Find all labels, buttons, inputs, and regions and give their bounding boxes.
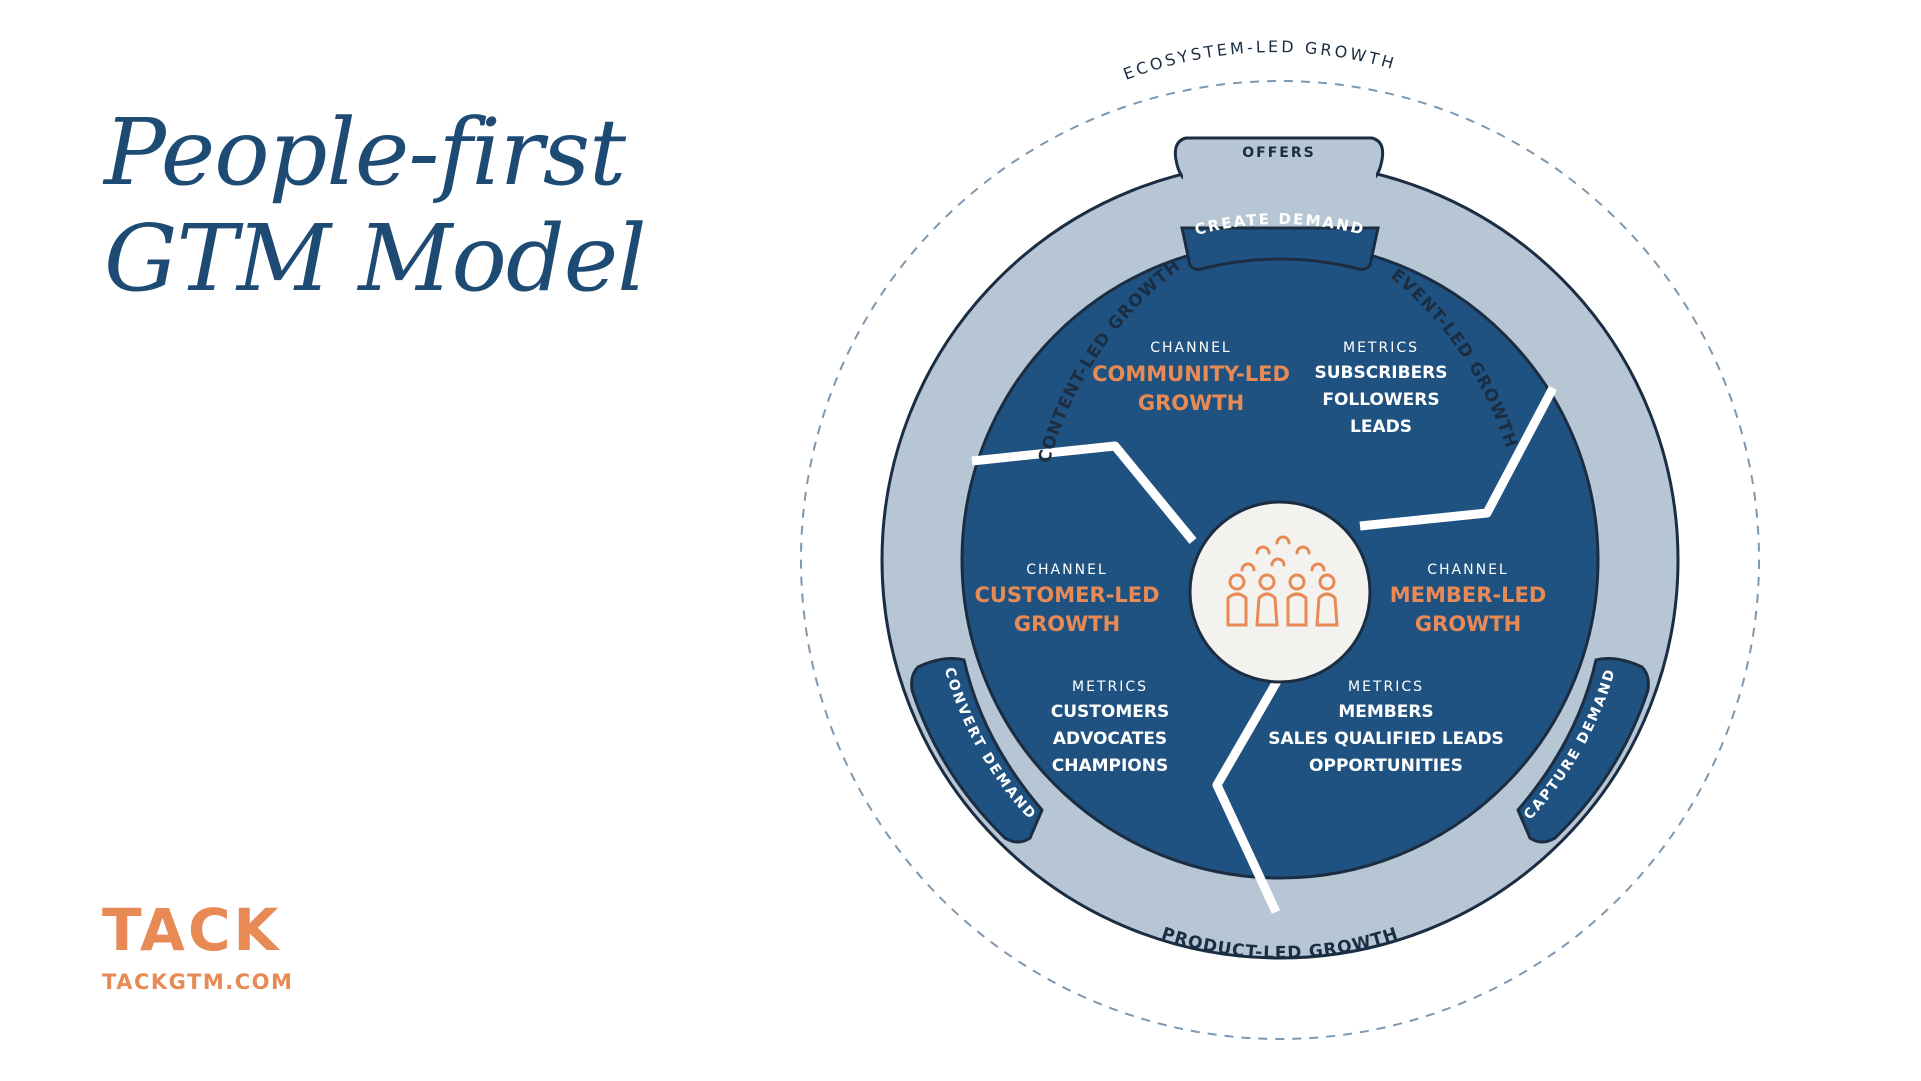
divider-left — [971, 441, 1197, 544]
metrics-heading: METRICS — [1343, 340, 1419, 356]
page-title: People-first GTM Model — [104, 99, 647, 312]
channel-name-line-2: GROWTH — [1014, 612, 1120, 636]
metrics-heading: METRICS — [1348, 679, 1424, 695]
logo-wordmark: TACK — [102, 896, 282, 964]
section-member-led: CHANNEL MEMBER-LED GROWTH METRICS MEMBER… — [1268, 562, 1546, 776]
center-circle — [1188, 500, 1372, 684]
title-line-1: People-first — [104, 99, 626, 206]
section-community-led: CHANNEL COMMUNITY-LED GROWTH METRICS SUB… — [1092, 340, 1447, 437]
offers-tab-fill — [1183, 166, 1376, 196]
channel-name-line-1: MEMBER-LED — [1390, 583, 1547, 607]
metric-item: CHAMPIONS — [1052, 756, 1169, 776]
section-dividers — [971, 385, 1557, 914]
channel-heading: CHANNEL — [1026, 562, 1107, 578]
channel-name-line-1: COMMUNITY-LED — [1092, 362, 1290, 386]
logo-url-link[interactable]: TACKGTM.COM — [102, 970, 294, 994]
create-demand-tab — [1180, 226, 1380, 271]
tack-logo[interactable]: TACK TACKGTM.COM — [102, 900, 293, 994]
ecosystem-dashed-circle — [800, 80, 1760, 1040]
convert-demand-tab — [910, 657, 1044, 844]
metric-item: ADVOCATES — [1053, 729, 1167, 749]
channel-heading: CHANNEL — [1150, 340, 1231, 356]
metric-item: LEADS — [1350, 417, 1412, 437]
capture-demand-tab — [1516, 657, 1650, 844]
metric-item: MEMBERS — [1338, 702, 1433, 722]
channel-name-line-2: GROWTH — [1138, 391, 1244, 415]
metric-item: OPPORTUNITIES — [1309, 756, 1463, 776]
metric-item: SALES QUALIFIED LEADS — [1268, 729, 1504, 749]
title-line-2: GTM Model — [104, 205, 647, 312]
divider-right — [1359, 385, 1557, 531]
section-customer-led: CHANNEL CUSTOMER-LED GROWTH METRICS CUST… — [974, 562, 1169, 776]
people-group-icon — [1226, 535, 1339, 627]
channel-name-line-1: CUSTOMER-LED — [974, 583, 1159, 607]
metric-item: CUSTOMERS — [1051, 702, 1169, 722]
metric-item: SUBSCRIBERS — [1314, 363, 1447, 383]
metric-item: FOLLOWERS — [1322, 390, 1439, 410]
channel-heading: CHANNEL — [1427, 562, 1508, 578]
ecosystem-label: ECOSYSTEM-LED GROWTH — [1121, 37, 1399, 84]
divider-bottom — [1212, 673, 1284, 914]
metrics-heading: METRICS — [1072, 679, 1148, 695]
offers-label: OFFERS — [1242, 145, 1315, 161]
channel-name-line-2: GROWTH — [1415, 612, 1521, 636]
